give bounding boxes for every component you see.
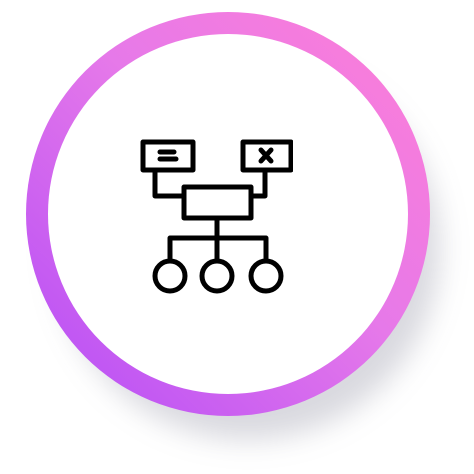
center-node-icon — [181, 184, 254, 221]
node-circle-icon — [248, 258, 284, 294]
list-box-icon — [140, 139, 196, 173]
node-circle-icon — [152, 258, 188, 294]
org-chart-hierarchy-icon — [140, 139, 293, 294]
badge-inner-circle — [48, 34, 408, 394]
node-circle-icon — [199, 258, 235, 294]
